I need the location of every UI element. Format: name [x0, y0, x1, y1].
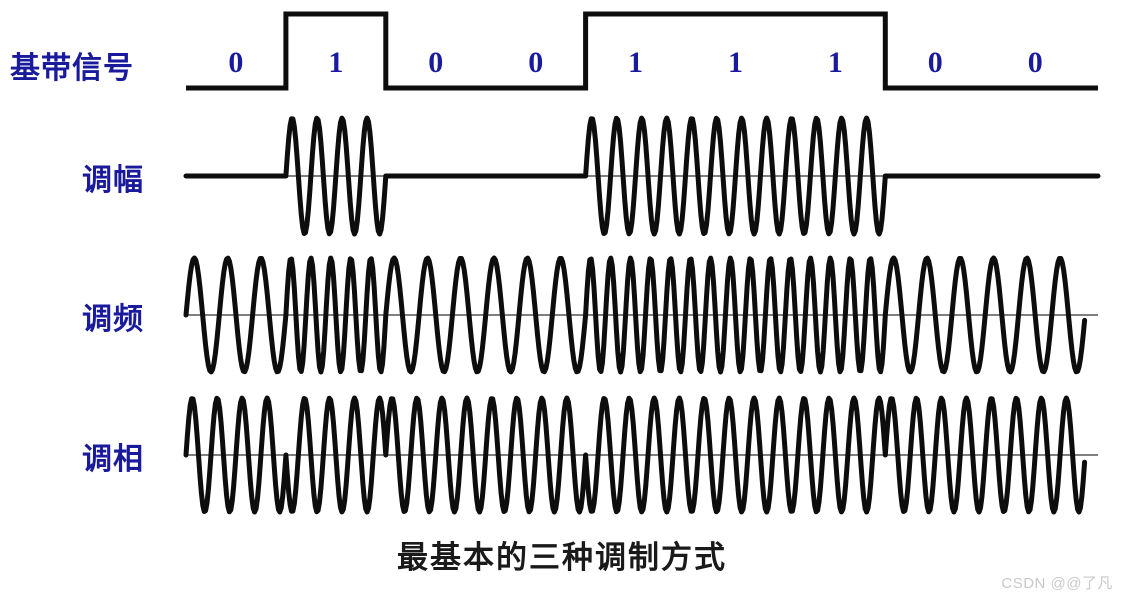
bit-digit: 1	[328, 46, 343, 79]
bit-digit: 0	[428, 46, 443, 79]
watermark: CSDN @@了凡	[1001, 575, 1113, 592]
row-baseband: 基带信号 0 1 0 0 1 1 1 0 0	[10, 11, 1098, 91]
row-am: 调幅	[82, 115, 1101, 237]
figure-caption: 最基本的三种调制方式	[397, 540, 727, 575]
row-label-am: 调幅	[82, 164, 144, 197]
bit-digit: 0	[928, 46, 943, 79]
row-fm: 调频	[82, 255, 1098, 375]
baseband-waveform	[186, 11, 1098, 91]
bit-digit: 1	[628, 46, 643, 79]
bit-digit: 0	[1028, 46, 1043, 79]
row-pm: 调相	[82, 395, 1098, 515]
bit-digit: 1	[828, 46, 843, 79]
row-label-pm: 调相	[82, 443, 144, 476]
bit-digit: 0	[528, 46, 543, 79]
pm-waveform	[183, 395, 1088, 515]
row-label-baseband: 基带信号	[10, 52, 134, 85]
bit-digit-group: 0 1 0 0 1 1 1 0 0	[228, 46, 1042, 79]
fm-waveform	[183, 255, 1088, 375]
bit-digit: 0	[228, 46, 243, 79]
bit-digit: 1	[728, 46, 743, 79]
am-waveform	[183, 115, 1101, 237]
row-label-fm: 调频	[82, 303, 144, 336]
